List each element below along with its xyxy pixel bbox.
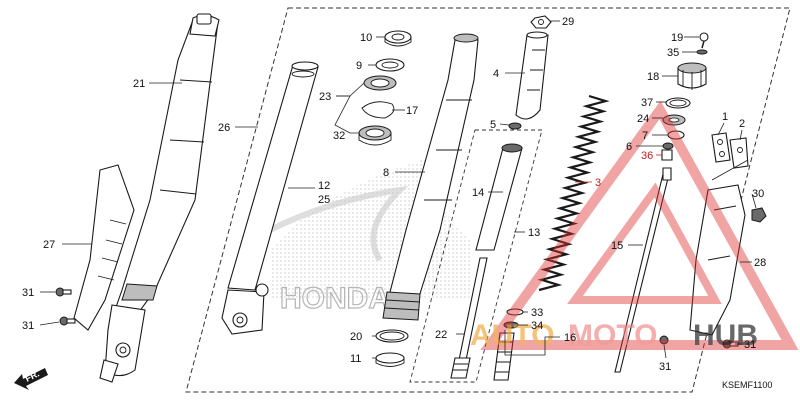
callout-11: 11	[350, 353, 361, 365]
part-32-seal	[358, 125, 392, 146]
part-12-inner-fork-tube	[221, 61, 319, 335]
callout-31-left-lower: 31	[22, 320, 34, 332]
callout-5: 5	[490, 119, 496, 131]
part-14-damper-cylinder	[475, 143, 523, 251]
part-15-push-rod	[614, 167, 672, 373]
watermark-word-2: MOTO	[568, 319, 657, 352]
part-11-slider-bushing	[375, 352, 405, 367]
reference-code: KSEMF1100	[722, 380, 772, 390]
direction-label: FR.	[23, 368, 40, 383]
callout-7: 7	[642, 130, 648, 142]
callout-10: 10	[360, 32, 372, 44]
part-37-o-ring	[665, 97, 691, 109]
callout-2: 2	[739, 118, 745, 130]
callout-33: 33	[531, 307, 543, 319]
callout-1: 1	[722, 111, 728, 123]
front-direction-arrow: FR.	[14, 368, 48, 390]
part-8-fork-pipe	[382, 33, 479, 321]
part-1-bracket	[711, 132, 731, 163]
callout-32: 32	[333, 130, 345, 142]
callout-16: 16	[564, 332, 576, 344]
automotohub-watermark-logo: AUTO MOTO HUB	[470, 100, 799, 352]
part-27-fork-guard	[73, 164, 135, 331]
callout-28: 28	[754, 257, 766, 269]
callout-34: 34	[531, 320, 543, 332]
callout-15: 15	[611, 240, 623, 252]
part-18-fork-cap	[677, 62, 707, 90]
callout-31-right-side: 31	[744, 339, 756, 351]
part-30-bolt	[751, 207, 767, 223]
bolt-31-left-upper	[55, 287, 72, 297]
part-28-fork-guard-right	[689, 184, 746, 336]
callout-22: 22	[435, 329, 447, 341]
part-36-nut	[661, 149, 673, 161]
callout-29: 29	[562, 16, 574, 28]
callout-13: 13	[528, 227, 540, 239]
callout-labels: 21 26 27 31 31 10 9 23 17 32 12 25 20 11…	[22, 16, 766, 373]
part-10-dust-seal	[384, 30, 412, 47]
callout-12: 12	[318, 180, 330, 192]
callout-21: 21	[133, 78, 145, 90]
callout-30: 30	[752, 188, 764, 200]
callout-35: 35	[667, 47, 679, 59]
callout-4: 4	[493, 68, 499, 80]
callout-36: 36	[641, 150, 653, 162]
part-23-oil-seal	[363, 75, 397, 91]
leader-lines	[39, 20, 757, 359]
callout-14: 14	[472, 187, 484, 199]
watermark-word-3: HUB	[693, 319, 758, 352]
callout-27: 27	[43, 239, 55, 251]
part-22-damper-rod	[450, 257, 488, 379]
part-29-nut	[530, 15, 552, 29]
callout-9: 9	[356, 60, 362, 72]
callout-26: 26	[218, 122, 230, 134]
part-3-fork-spring	[537, 94, 610, 292]
callout-20: 20	[350, 331, 362, 343]
part-19-screw	[699, 32, 709, 49]
bolt-31-right-lower	[659, 335, 669, 345]
callout-31-right-lower: 31	[659, 361, 671, 373]
callout-6: 6	[626, 141, 632, 153]
callout-37: 37	[641, 97, 653, 109]
watermark-word-1: AUTO	[470, 319, 554, 352]
part-9-stopper-ring	[375, 58, 405, 72]
callout-19: 19	[671, 32, 683, 44]
honda-brand-text: HONDA	[280, 282, 390, 315]
callout-23: 23	[319, 91, 331, 103]
part-20-guide-bushing	[375, 329, 409, 343]
callout-31-left-upper: 31	[22, 287, 34, 299]
callout-17: 17	[406, 105, 418, 117]
part-17-ring	[361, 101, 395, 119]
callout-18: 18	[647, 71, 659, 83]
part-5-o-ring	[508, 122, 522, 130]
bolt-31-left-lower	[59, 316, 76, 326]
part-2-bracket	[729, 137, 749, 169]
part-4-fork-boot	[515, 31, 549, 120]
callout-24: 24	[637, 113, 649, 125]
part-35-o-ring	[696, 49, 708, 55]
callout-8: 8	[383, 167, 389, 179]
assembly-frame	[185, 7, 791, 393]
part-21-fork-slider	[99, 13, 220, 383]
callout-3: 3	[595, 177, 601, 189]
inner-assembly-frame	[409, 129, 543, 383]
part-6-lock-nut	[662, 142, 674, 150]
callout-25: 25	[318, 194, 330, 206]
part-24-spring-seat	[662, 114, 686, 126]
part-16-base-valve	[493, 332, 515, 381]
